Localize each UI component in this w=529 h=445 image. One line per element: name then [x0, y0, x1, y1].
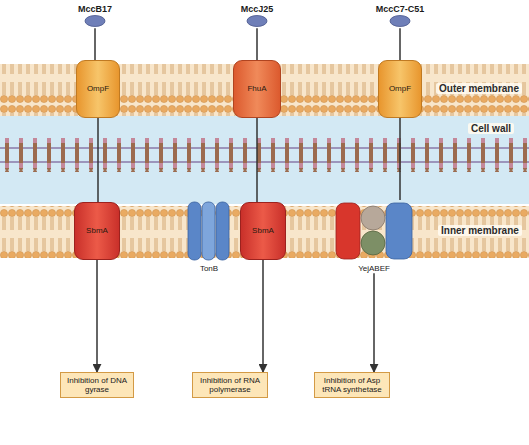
node-text: Inhibition of DNA gyrase [65, 376, 129, 394]
connector [256, 28, 258, 60]
helix-bundle [216, 202, 229, 260]
ligand-oval [390, 16, 410, 27]
connector [97, 118, 99, 202]
node-text: MccJ25 [224, 4, 290, 14]
transporter-complex: YejABEF [334, 200, 414, 273]
protein-shape [334, 200, 414, 262]
node-text: SbmA [86, 226, 108, 235]
porin-protein: OmpF [76, 60, 120, 118]
connector [94, 28, 96, 60]
node-text: MccC7-C51 [362, 4, 438, 14]
node-text: OmpF [87, 84, 109, 93]
node-text: Inhibition of Asp tRNA synthetase [319, 376, 385, 394]
helix-bundle [202, 202, 215, 260]
periplasm [0, 116, 529, 204]
microcin-ligand: MccJ25 [224, 4, 290, 28]
receptor-protein: FhuA [233, 60, 281, 118]
node-text: YejABEF [334, 264, 414, 273]
helix-bundle [188, 202, 201, 260]
atpase-subunit [361, 206, 385, 230]
ligand-oval [362, 14, 438, 28]
region-label: Inner membrane [438, 225, 522, 236]
connector [262, 260, 264, 372]
transporter-protein: SbmA [240, 202, 286, 260]
node-text: OmpF [389, 84, 411, 93]
node-text: Inhibition of RNA polymerase [197, 376, 263, 394]
ligand-oval [247, 16, 267, 27]
region-label: Outer membrane [436, 83, 522, 94]
microcin-ligand: MccB17 [62, 4, 128, 28]
atpase-subunit [361, 231, 385, 255]
exterior [0, 0, 529, 64]
microcin-ligand: MccC7-C51 [362, 4, 438, 28]
connector [373, 273, 375, 372]
porin-protein: OmpF [378, 60, 422, 118]
protein-shape [186, 200, 232, 262]
connector [399, 118, 401, 200]
membrane-subunit [386, 203, 412, 259]
node-text: SbmA [252, 226, 274, 235]
cell-wall [0, 138, 529, 172]
connector [399, 28, 401, 60]
transporter-protein: SbmA [74, 202, 120, 260]
protein-shape [334, 200, 414, 262]
effect-box: Inhibition of DNA gyrase [60, 372, 134, 398]
node-text: FhuA [247, 84, 266, 93]
ligand-oval [85, 16, 105, 27]
node-text: MccB17 [62, 4, 128, 14]
connector [96, 260, 98, 372]
energy-transducer: TonB [186, 200, 232, 273]
region-label: Cell wall [468, 123, 514, 134]
ligand-oval [224, 14, 290, 28]
ligand-oval [62, 14, 128, 28]
membrane-subunit [336, 203, 360, 259]
connector [256, 118, 258, 202]
effect-box: Inhibition of RNA polymerase [192, 372, 268, 398]
effect-box: Inhibition of Asp tRNA synthetase [314, 372, 390, 398]
node-text: TonB [186, 264, 232, 273]
protein-shape [186, 200, 232, 262]
